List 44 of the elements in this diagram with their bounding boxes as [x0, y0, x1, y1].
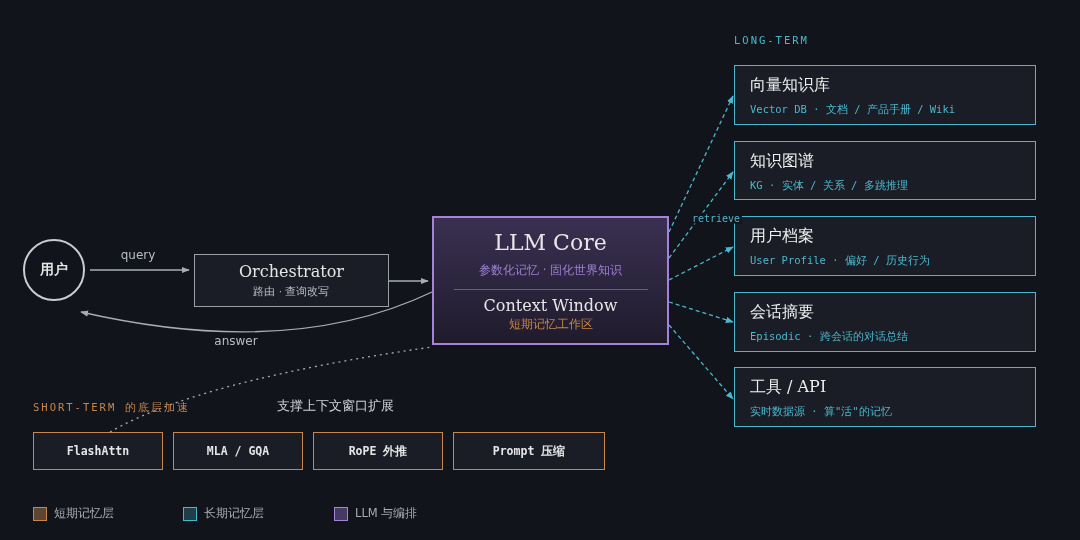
- box-subtitle: KG · 实体 / 关系 / 多跳推理: [750, 179, 909, 193]
- box-subtitle: Vector DB · 文档 / 产品手册 / Wiki: [750, 103, 957, 117]
- box-subtitle: Episodic · 跨会话的对话总结: [750, 330, 909, 344]
- memory-box: [734, 292, 1036, 352]
- section-subtitle: 短期记忆工作区: [508, 317, 593, 332]
- dashed-arrow: [668, 171, 734, 259]
- box-subtitle: 路由 · 查询改写: [253, 285, 330, 299]
- legend-label: 长期记忆层: [204, 506, 264, 521]
- box-label: MLA / GQA: [206, 444, 270, 458]
- arrow: [388, 277, 429, 285]
- technique-box: [453, 432, 605, 470]
- box-title: 向量知识库: [750, 75, 831, 96]
- technique-box: [173, 432, 303, 470]
- box-title: LLM Core: [494, 230, 607, 255]
- dashed-arrow: [668, 301, 734, 323]
- user-circle: 用户: [23, 239, 85, 301]
- edge-label: 支撑上下文窗口扩展: [274, 397, 396, 415]
- technique-box: [313, 432, 443, 470]
- technique-box: [33, 432, 163, 470]
- box-title: 用户档案: [750, 226, 815, 247]
- section-heading: LONG-TERM: [734, 34, 809, 46]
- box-title: 会话摘要: [750, 302, 815, 323]
- box-label: Prompt 压缩: [492, 443, 566, 459]
- box-title: 工具 / API: [750, 377, 828, 398]
- dashed-arrow: [668, 246, 734, 281]
- arrow: [80, 291, 433, 333]
- box-subtitle: 参数化记忆 · 固化世界知识: [479, 263, 622, 278]
- memory-box: [734, 367, 1036, 427]
- model-box: [432, 216, 669, 345]
- memory-box: [734, 65, 1036, 125]
- box-title: Orchestrator: [238, 262, 344, 281]
- legend-label: LLM 与编排: [355, 506, 418, 521]
- box-subtitle: 实时数据源 · 算"活"的记忆: [750, 405, 893, 419]
- box-subtitle: User Profile · 偏好 / 历史行为: [750, 254, 931, 268]
- box-title: 知识图谱: [750, 151, 815, 172]
- box-label: FlashAttn: [66, 444, 130, 458]
- dashed-arrow: [668, 324, 734, 400]
- memory-box: [734, 141, 1036, 200]
- section-title: Context Window: [483, 296, 618, 315]
- arrow: [89, 266, 190, 274]
- section-heading: SHORT-TERM 的底层加速: [33, 401, 190, 415]
- box-label: RoPE 外推: [348, 443, 408, 459]
- legend-label: 短期记忆层: [54, 506, 114, 521]
- process-box: [194, 254, 389, 307]
